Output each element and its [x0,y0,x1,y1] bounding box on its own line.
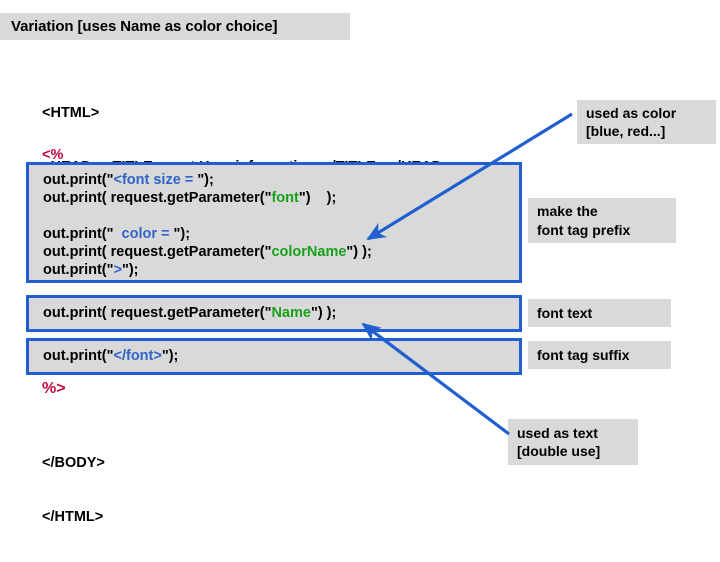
code-seg-plain: "); [121,262,139,278]
code-seg-param: colorName [271,244,347,260]
code-seg-plain: ") ); [298,190,337,206]
code-seg-plain: out.print(" [43,172,114,188]
code-block-font-tag-suffix: out.print("</font>"); [26,338,522,375]
code-seg-plain: ") ); [346,244,372,260]
code-seg-plain: out.print(" [43,226,122,242]
code-line-print-gt: out.print(">"); [43,261,511,279]
code-seg-plain: out.print(" [43,348,114,364]
annotation-font-tag-suffix-label: font tag suffix [537,346,630,363]
code-block-font-text: out.print( request.getParameter("Name") … [26,295,522,332]
annotation-used-as-color-label: used as color [blue, red...] [586,104,677,140]
slide-root: Variation [uses Name as color choice] <H… [0,13,716,525]
code-seg-plain: out.print( request.getParameter(" [43,190,272,206]
code-seg-html: color = [121,226,174,242]
html-footer-block: </BODY> </HTML> [42,418,105,562]
html-line-html-close: </HTML> [42,509,104,525]
annotation-used-as-text: used as text [double use] [508,419,638,465]
annotation-used-as-text-label: used as text [double use] [517,424,601,460]
code-line-get-param-colorname: out.print( request.getParameter("colorNa… [43,243,511,261]
annotation-font-text-label: font text [537,304,593,321]
code-seg-plain: out.print( request.getParameter(" [43,305,272,321]
code-line-get-param-name: out.print( request.getParameter("Name") … [43,304,511,322]
annotation-font-text: font text [528,299,671,327]
code-seg-param: font [271,190,299,206]
code-seg-plain: out.print( request.getParameter(" [43,244,272,260]
code-seg-param: Name [271,305,311,321]
html-line-body-close: </BODY> [42,455,105,471]
html-line-html-open: <HTML> [42,105,100,121]
code-seg-html: </font> [113,348,162,364]
code-line-print-font-size: out.print("<font size = "); [43,171,511,189]
code-seg-plain: "); [197,172,214,188]
code-seg-html: <font size = [113,172,198,188]
code-seg-plain: "); [161,348,179,364]
code-line-blank [43,207,511,225]
jsp-open-marker: <% [42,147,64,163]
code-line-print-color: out.print(" color = "); [43,225,511,243]
annotation-font-tag-prefix: make the font tag prefix [528,198,676,243]
code-seg-plain: "); [173,226,191,242]
annotation-font-tag-prefix-label: make the font tag prefix [537,203,631,238]
jsp-close-marker: %> [42,380,66,397]
annotation-font-tag-suffix: font tag suffix [528,341,671,369]
code-line-get-param-font: out.print( request.getParameter("font") … [43,189,511,207]
page-title: Variation [uses Name as color choice] [11,18,278,35]
code-seg-plain: ") ); [310,305,337,321]
code-block-font-tag-prefix: out.print("<font size = "); out.print( r… [26,162,522,283]
annotation-used-as-color: used as color [blue, red...] [577,100,716,144]
code-line-print-font-close: out.print("</font>"); [43,347,511,365]
slide-title-bar: Variation [uses Name as color choice] [0,13,350,40]
code-seg-html: > [113,262,122,278]
code-seg-plain: out.print(" [43,262,114,278]
